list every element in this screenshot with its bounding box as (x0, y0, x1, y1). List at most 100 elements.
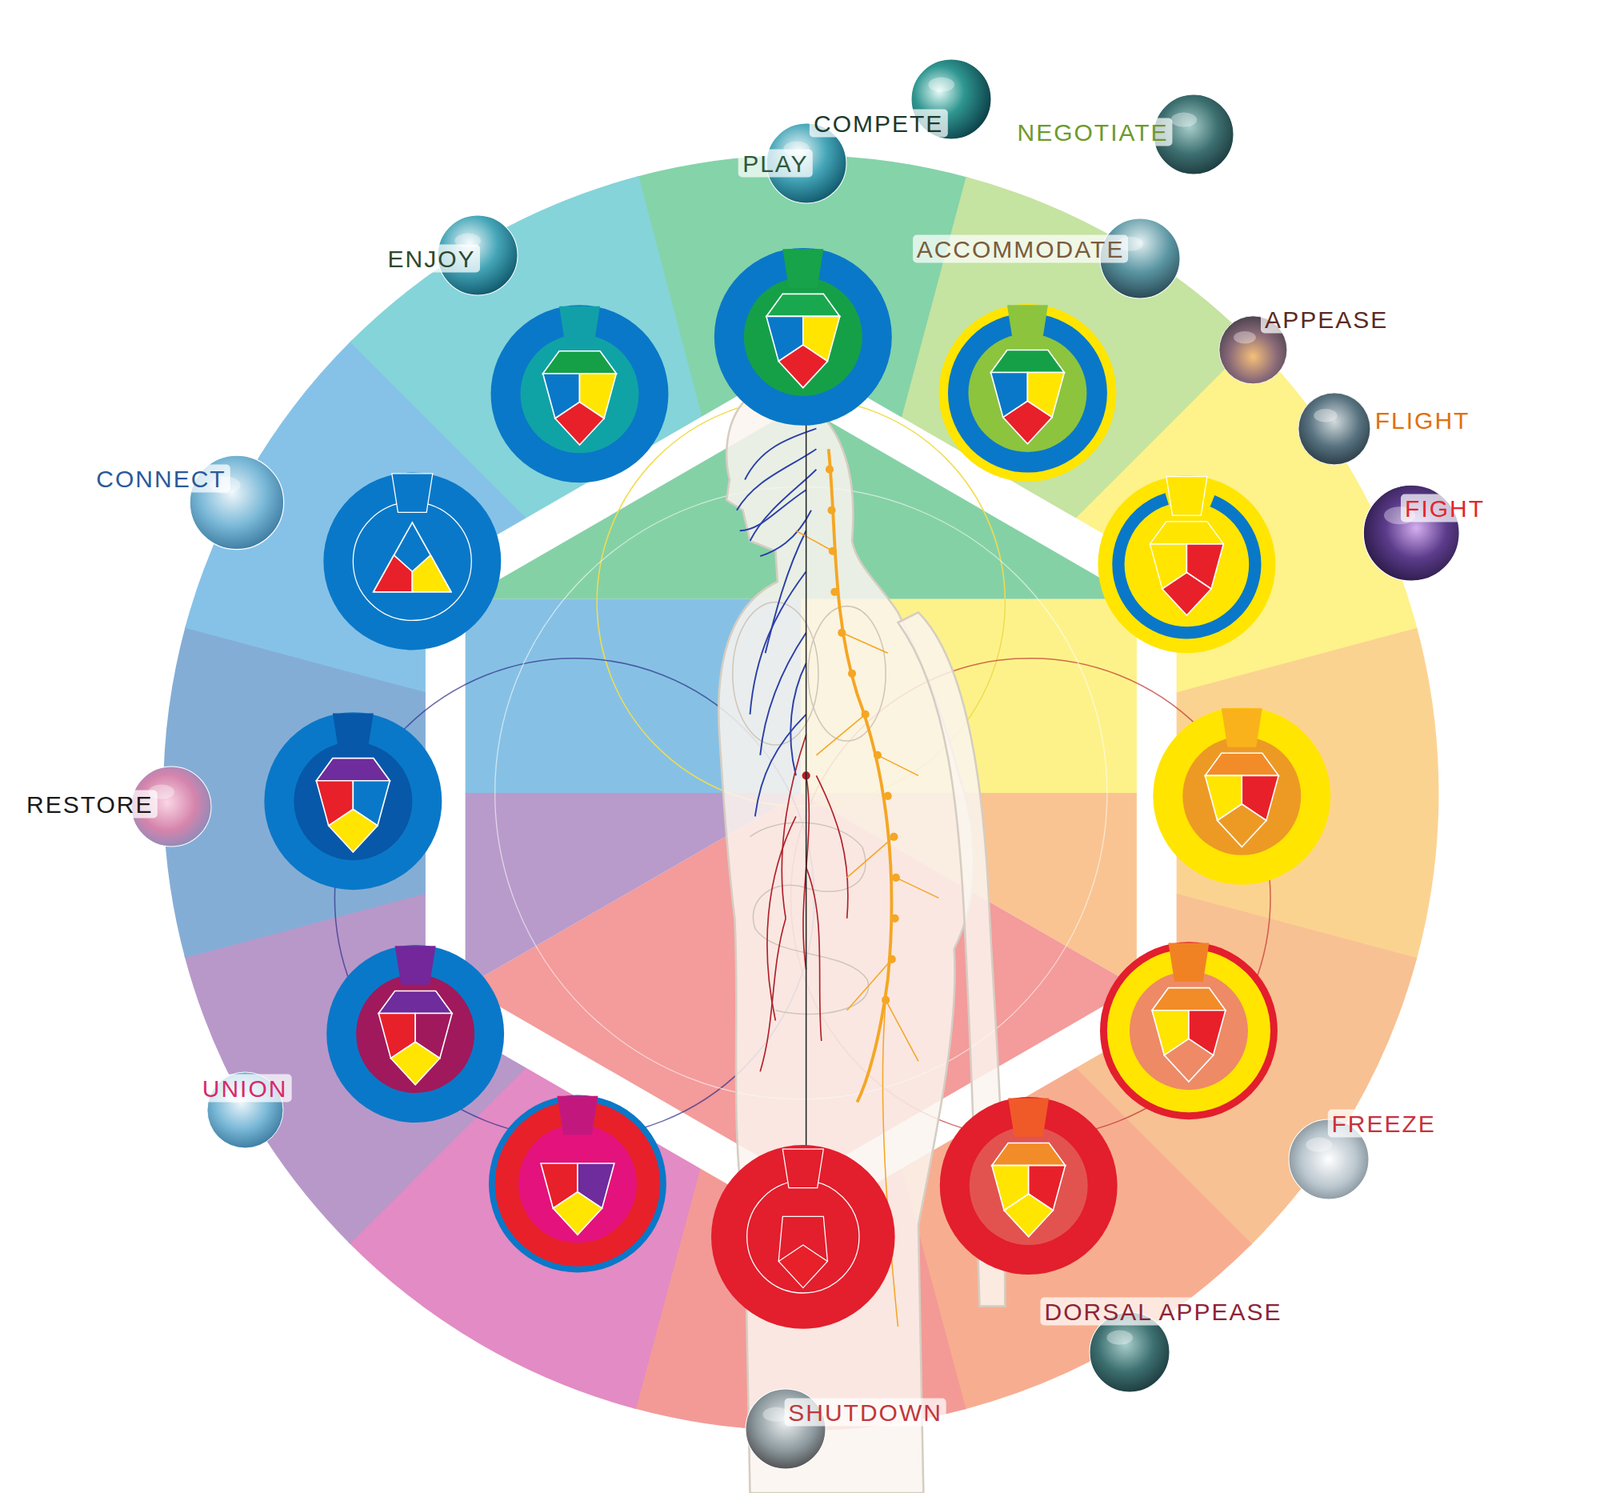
symbol-disc (969, 1126, 1088, 1245)
state-symbol (1100, 941, 1278, 1120)
state-symbol (488, 1095, 667, 1273)
symbol-piece (992, 1143, 1066, 1166)
spinal-cord (828, 448, 892, 1102)
symbol-outline (352, 502, 472, 621)
lung-outline (808, 606, 886, 741)
vertebra (830, 588, 839, 596)
vertebra (873, 751, 882, 760)
nerve (750, 571, 807, 715)
photo-highlight (1314, 408, 1338, 423)
blue-nerves (736, 428, 816, 817)
state-label: APPEASE (1260, 305, 1392, 334)
state-photo: ACCOMMODATE (1099, 217, 1181, 300)
symbol-piece (412, 555, 451, 592)
state-photo: APPEASE (1218, 315, 1288, 385)
state-label: ACCOMMODATE (912, 235, 1129, 264)
vertebra (888, 955, 896, 964)
symbol-ring (491, 304, 669, 483)
symbol-outline (1149, 521, 1224, 544)
state-photo: COMPETE (910, 58, 992, 140)
symbol-ring (488, 1095, 667, 1273)
symbol-piece (552, 1192, 602, 1236)
symbol-piece (1217, 804, 1267, 848)
state-symbol (714, 248, 892, 426)
nerve (896, 877, 940, 899)
symbol-piece (328, 808, 378, 852)
symbol-piece (1003, 400, 1052, 444)
symbol-tab (332, 713, 374, 752)
symbol-piece (1152, 988, 1226, 1011)
symbol-piece (1204, 752, 1279, 776)
nerve (760, 632, 806, 756)
state-symbol (938, 304, 1116, 482)
state-photo: FLIGHT (1297, 392, 1372, 466)
photo-circle (1298, 392, 1371, 465)
vertebra (827, 506, 836, 515)
red-nerves (760, 734, 848, 1072)
nerve (760, 510, 812, 556)
state-label: ENJOY (384, 244, 480, 272)
symbol-tab (782, 248, 824, 288)
symbol-disc (293, 741, 412, 860)
nerve (767, 816, 796, 1020)
symbol-tab (1007, 304, 1048, 344)
photo-highlight (1305, 1136, 1332, 1152)
symbol-disc (1129, 971, 1248, 1090)
vertebra (884, 792, 892, 800)
photo-disc (1297, 392, 1372, 466)
state-symbols (264, 248, 1331, 1329)
photo-highlight (928, 76, 955, 92)
vertebra (825, 465, 834, 474)
symbol-outline (778, 1216, 828, 1261)
nerve (841, 632, 888, 654)
symbol-piece (373, 522, 452, 592)
state-photo: ENJOY (436, 214, 519, 296)
nerve (816, 775, 848, 919)
symbol-piece (778, 344, 828, 388)
state-photo: SHUTDOWN (744, 1388, 827, 1470)
state-photo: RESTORE (130, 765, 212, 848)
state-photo: DORSAL APPEASE (1088, 1311, 1171, 1393)
vertebra (891, 914, 900, 923)
state-label: NEGOTIATE (1013, 117, 1173, 146)
symbol-piece (555, 402, 604, 446)
state-label: SHUTDOWN (784, 1398, 947, 1427)
state-photo: NEGOTIATE (1152, 93, 1235, 176)
midline (805, 306, 808, 1164)
state-symbol (1097, 475, 1276, 653)
symbol-disc (520, 334, 640, 453)
state-symbol (264, 712, 442, 890)
symbol-ring (323, 472, 501, 651)
symbol-piece (1004, 1193, 1053, 1237)
nerve (877, 755, 919, 776)
state-label: PLAY (738, 149, 813, 178)
symbol-ring (1097, 475, 1276, 653)
state-photo: FIGHT (1362, 484, 1460, 582)
organ-outlines (732, 602, 886, 1015)
symbol-disc (518, 1124, 637, 1244)
symbol-ring (714, 248, 892, 426)
symbol-tab (1008, 1097, 1049, 1136)
nerve (740, 489, 807, 531)
symbol-piece (991, 349, 1065, 372)
nerve (755, 714, 807, 817)
vertebra (837, 628, 846, 637)
symbol-piece (778, 1244, 828, 1288)
nerve (796, 530, 833, 552)
symbol-piece (378, 990, 452, 1013)
symbol-disc (1182, 736, 1301, 856)
state-label: RESTORE (22, 790, 157, 819)
body-silhouette (718, 388, 974, 1493)
state-label: UNION (198, 1073, 292, 1102)
symbol-disc (968, 333, 1087, 452)
symbol-ring (711, 1144, 896, 1329)
symbol-piece (766, 293, 840, 316)
symbol-piece (373, 555, 412, 592)
symbol-tab (782, 1148, 824, 1188)
nerve (765, 530, 807, 653)
nerve (781, 734, 807, 919)
symbol-outline (747, 1180, 860, 1293)
symbol-tab (395, 945, 436, 984)
